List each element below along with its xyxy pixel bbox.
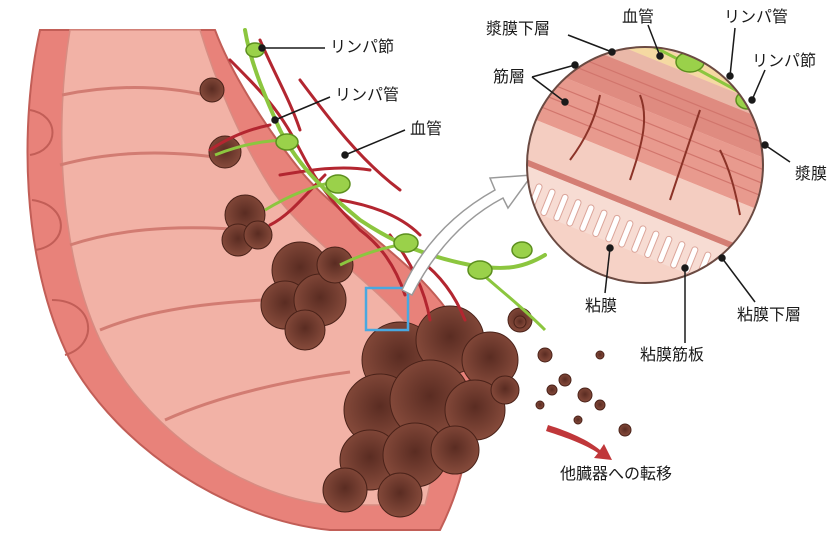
colon-fold <box>61 86 206 97</box>
label-lymph-node-left: リンパ節 <box>330 37 395 56</box>
metastatic-cells <box>513 315 632 437</box>
zoom-pointer-arrow <box>401 174 534 297</box>
colon-edge-ridge <box>31 199 62 251</box>
label-subserosa: 漿膜下層 <box>486 19 551 38</box>
blood-vessels <box>208 38 467 322</box>
highlight-box <box>364 286 410 332</box>
label-submucosa: 粘膜下層 <box>737 305 802 324</box>
label-lymph-node-right: リンパ節 <box>752 51 817 70</box>
magnified-wall-section <box>527 47 763 283</box>
label-lymph-vessel-right: リンパ管 <box>724 7 789 26</box>
tumor-small <box>199 77 225 103</box>
lymph-node <box>467 260 493 280</box>
label-blood-vessel-right: 血管 <box>622 7 655 26</box>
tumor-invasive <box>322 305 533 518</box>
lymph-node <box>275 133 299 151</box>
label-blood-vessel-left: 血管 <box>410 119 443 138</box>
lymph-node <box>393 233 419 253</box>
colon-fold <box>164 370 351 422</box>
lymph-system <box>214 28 547 332</box>
colon-edge-ridge <box>51 299 90 356</box>
layer-muscularis-mucosae <box>527 146 763 265</box>
tumors <box>199 77 632 518</box>
tumor-medium <box>221 194 273 257</box>
metastasis-arrow <box>546 425 612 460</box>
lymph-node <box>325 174 351 194</box>
invading-vessels <box>569 94 741 216</box>
label-serosa: 漿膜 <box>795 164 828 183</box>
label-muscularis-mucosae: 粘膜筋板 <box>640 345 705 364</box>
layer-submucosa <box>527 109 763 260</box>
label-mucosa: 粘膜 <box>585 296 618 315</box>
layer-muscle-inner <box>527 63 763 223</box>
label-muscle-layer: 筋層 <box>493 67 526 86</box>
lymph-node <box>511 241 533 259</box>
tumor-large <box>260 241 354 351</box>
leader-lines <box>258 24 791 343</box>
label-metastasis: 他臓器への転移 <box>560 464 673 483</box>
magnified-circle-border <box>526 46 764 284</box>
colon-edge-ridge <box>29 109 54 156</box>
label-lymph-vessel-left: リンパ管 <box>335 85 400 104</box>
